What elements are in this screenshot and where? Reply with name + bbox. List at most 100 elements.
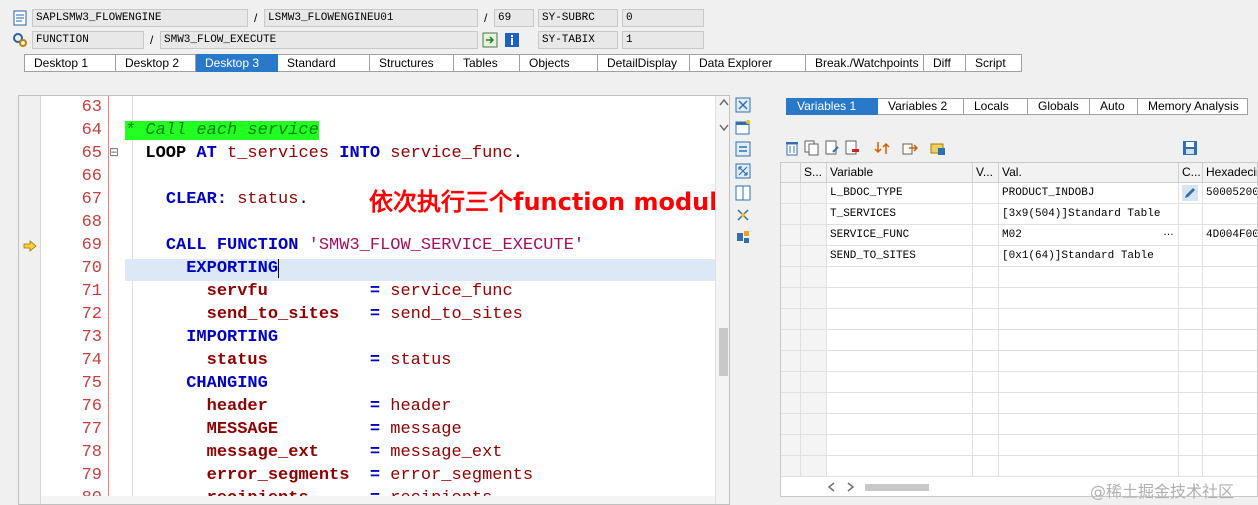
rtab-locals[interactable]: Locals <box>964 98 1028 115</box>
grid-cell[interactable] <box>781 225 801 246</box>
header-row-program: SAPLSMW3_FLOWENGINE / LSMW3_FLOWENGINEU0… <box>0 8 720 28</box>
swap-pane-icon[interactable] <box>735 141 751 157</box>
tab-desktop-1[interactable]: Desktop 1 <box>24 54 116 72</box>
tab-data-explorer[interactable]: Data Explorer <box>690 54 806 72</box>
line-number: 70 <box>81 259 102 278</box>
grid-cell <box>1203 456 1257 477</box>
grid-cell: [0x1(64)]Standard Table <box>999 246 1179 267</box>
tab-desktop-3[interactable]: Desktop 3 <box>196 54 278 72</box>
grid-cell <box>1203 246 1257 267</box>
breakpoint-gutter[interactable] <box>19 96 41 504</box>
truncation-ellipsis: … <box>1163 226 1174 238</box>
grid-header-3[interactable]: Val. <box>999 163 1179 183</box>
editor-horizontal-scrollbar[interactable] <box>41 496 715 504</box>
event-name-field[interactable]: SMW3_FLOW_EXECUTE <box>160 31 478 49</box>
scroll-down-icon[interactable] <box>719 124 729 132</box>
grid-cell[interactable] <box>781 414 801 435</box>
grid-cell[interactable] <box>781 183 801 204</box>
grid-cell[interactable] <box>781 267 801 288</box>
tab-script[interactable]: Script <box>966 54 1022 72</box>
subrc-label: SY-SUBRC <box>538 9 618 27</box>
rtab-variables-1[interactable]: Variables 1 <box>786 98 878 115</box>
maximize-icon[interactable] <box>735 163 751 179</box>
grid-cell[interactable] <box>781 372 801 393</box>
tab-structures[interactable]: Structures <box>370 54 454 72</box>
grid-cell[interactable] <box>781 393 801 414</box>
grid-cell[interactable] <box>781 204 801 225</box>
tab-detaildisplay[interactable]: DetailDisplay <box>598 54 690 72</box>
grid-cell[interactable] <box>781 435 801 456</box>
rtab-auto[interactable]: Auto <box>1090 98 1138 115</box>
tab-standard[interactable]: Standard <box>278 54 370 72</box>
edit-pencil-icon[interactable] <box>1182 185 1198 201</box>
grid-cell <box>973 414 999 435</box>
line-number: 63 <box>81 98 102 117</box>
grid-cell <box>827 435 973 456</box>
navigate-icon[interactable] <box>482 32 498 48</box>
grid-header-5[interactable]: Hexadecimal <box>1203 163 1257 183</box>
tab-diff[interactable]: Diff <box>924 54 966 72</box>
grid-cell[interactable] <box>781 330 801 351</box>
grid-cell <box>973 372 999 393</box>
grid-cell[interactable] <box>781 246 801 267</box>
program-field[interactable]: SAPLSMW3_FLOWENGINE <box>32 9 248 27</box>
new-window-icon[interactable] <box>735 119 751 135</box>
grid-header-0[interactable]: S... <box>801 163 827 183</box>
tabix-value[interactable]: 1 <box>622 31 704 49</box>
variables-grid[interactable]: S...VariableV...Val.C...HexadecimalL_BDO… <box>780 162 1258 497</box>
edit-doc-icon[interactable] <box>824 140 840 156</box>
grid-cell <box>973 267 999 288</box>
scroll-left-icon[interactable] <box>827 482 837 492</box>
grid-cell[interactable] <box>781 288 801 309</box>
grid-cell <box>973 183 999 204</box>
code-editor[interactable]: 636465666768697071727374757677787980 ⊟ *… <box>18 95 730 505</box>
tab-objects[interactable]: Objects <box>520 54 598 72</box>
layout-icon[interactable] <box>735 185 751 201</box>
grid-header-2[interactable]: V... <box>973 163 999 183</box>
copy-icon[interactable] <box>804 140 820 156</box>
editor-scroll-thumb[interactable] <box>719 328 728 376</box>
split-icon[interactable] <box>735 207 751 223</box>
remove-icon[interactable] <box>844 140 860 156</box>
event-type-field[interactable]: FUNCTION <box>32 31 144 49</box>
grid-header-1[interactable]: Variable <box>827 163 973 183</box>
line-numbers: 636465666768697071727374757677787980 <box>41 96 109 504</box>
grid-cell <box>827 309 973 330</box>
line-field[interactable]: 69 <box>494 9 534 27</box>
grid-cell[interactable] <box>781 456 801 477</box>
sort-icon[interactable] <box>874 140 890 156</box>
grid-cell[interactable] <box>781 309 801 330</box>
layout-settings-icon[interactable] <box>930 140 946 156</box>
close-pane-icon[interactable] <box>735 97 751 113</box>
grid-cell <box>1203 351 1257 372</box>
tab-tables[interactable]: Tables <box>454 54 520 72</box>
line-number: 66 <box>81 167 102 186</box>
rtab-globals[interactable]: Globals <box>1028 98 1090 115</box>
grid-cell <box>1179 414 1203 435</box>
grid-header-4[interactable]: C... <box>1179 163 1203 183</box>
editor-vertical-scrollbar[interactable] <box>715 96 729 504</box>
scroll-up-icon[interactable] <box>719 98 729 106</box>
rtab-memory-analysis[interactable]: Memory Analysis <box>1138 98 1248 115</box>
grid-scroll-thumb[interactable] <box>865 484 929 491</box>
grid-cell[interactable] <box>781 351 801 372</box>
settings-tool-icon[interactable] <box>735 229 751 245</box>
tab-break-watchpoints[interactable]: Break./Watchpoints <box>806 54 924 72</box>
code-line-79: error_segments = error_segments <box>206 466 534 485</box>
grid-cell <box>827 456 973 477</box>
grid-horizontal-scrollbar[interactable] <box>827 481 1077 493</box>
subrc-value[interactable]: 0 <box>622 9 704 27</box>
grid-cell <box>1203 330 1257 351</box>
rtab-variables-2[interactable]: Variables 2 <box>878 98 964 115</box>
export-icon[interactable] <box>902 140 918 156</box>
save-icon[interactable] <box>1182 140 1198 156</box>
grid-cell: M02 <box>999 225 1179 246</box>
info-icon[interactable] <box>504 32 520 48</box>
scroll-right-icon[interactable] <box>845 482 855 492</box>
tab-desktop-2[interactable]: Desktop 2 <box>116 54 196 72</box>
include-field[interactable]: LSMW3_FLOWENGINEU01 <box>264 9 478 27</box>
grid-header-selector[interactable] <box>781 163 801 183</box>
delete-icon[interactable] <box>784 140 800 156</box>
grid-cell <box>999 330 1179 351</box>
fold-toggle-icon[interactable]: ⊟ <box>109 145 120 159</box>
